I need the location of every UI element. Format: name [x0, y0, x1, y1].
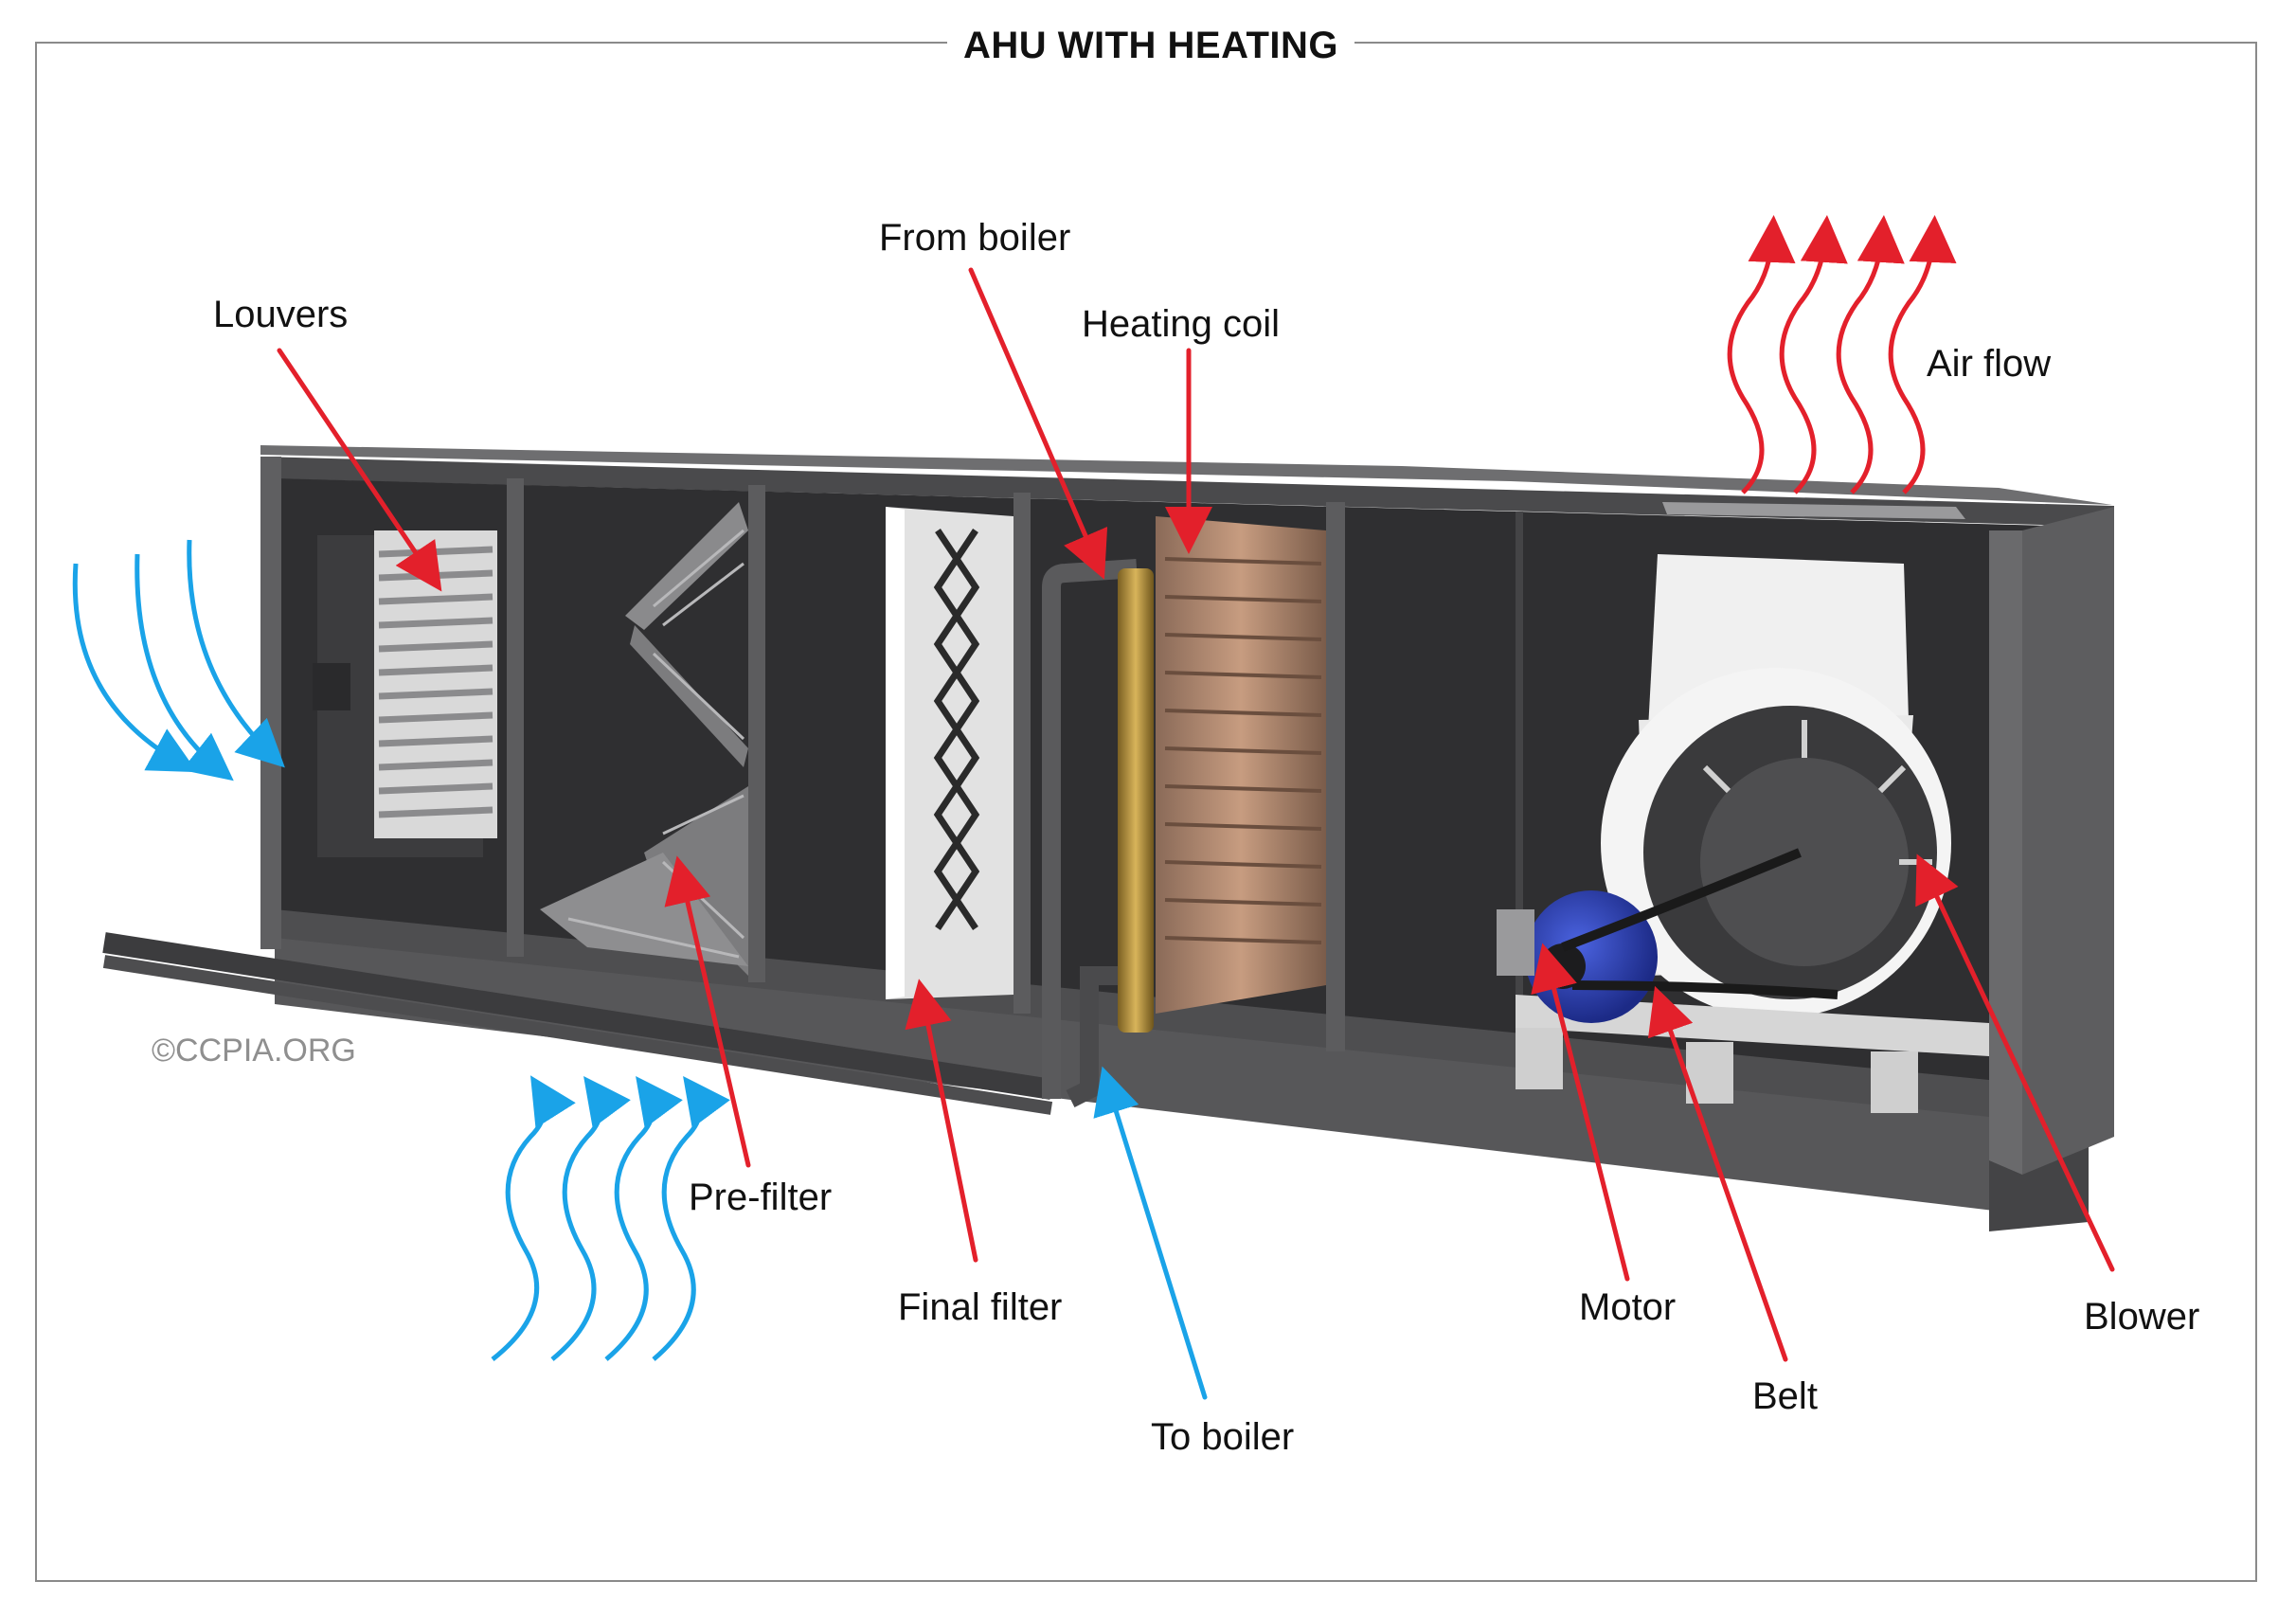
diagram-title: AHU WITH HEATING: [947, 19, 1354, 72]
label-louvers: Louvers: [213, 294, 349, 335]
label-air-flow: Air flow: [1927, 343, 2052, 385]
intake-airflow-left: [72, 539, 285, 782]
louver-damper: [313, 530, 497, 857]
label-to-boiler: To boiler: [1151, 1416, 1295, 1458]
louvers-pointer: [277, 348, 442, 592]
label-heating-coil: Heating coil: [1082, 303, 1281, 345]
final-filter-pointer: [905, 979, 978, 1263]
blower-pointer: [1915, 853, 2115, 1272]
motor-pointer: [1531, 943, 1630, 1282]
heating-coil: [1118, 516, 1326, 1033]
final-filter: [886, 507, 1013, 999]
label-blower: Blower: [2084, 1296, 2200, 1338]
boiler-piping: [102, 559, 1138, 1115]
drive-belt: [1561, 848, 1839, 999]
callout-arrows: [277, 267, 2115, 1400]
supply-airflow: [1727, 215, 1957, 494]
belt-pointer: [1647, 985, 1788, 1362]
label-motor: Motor: [1579, 1286, 1677, 1328]
to-boiler-pointer: [1093, 1066, 1208, 1400]
label-from-boiler: From boiler: [879, 217, 1071, 259]
label-belt: Belt: [1752, 1375, 1818, 1417]
label-final-filter: Final filter: [898, 1286, 1063, 1328]
copyright-credit: ©CCPIA.ORG: [152, 1033, 356, 1069]
from-boiler-pointer: [968, 267, 1108, 580]
pre-filter-pointer: [664, 855, 751, 1168]
intake-airflow-bottom: [491, 1075, 730, 1361]
label-pre-filter: Pre-filter: [689, 1177, 833, 1218]
